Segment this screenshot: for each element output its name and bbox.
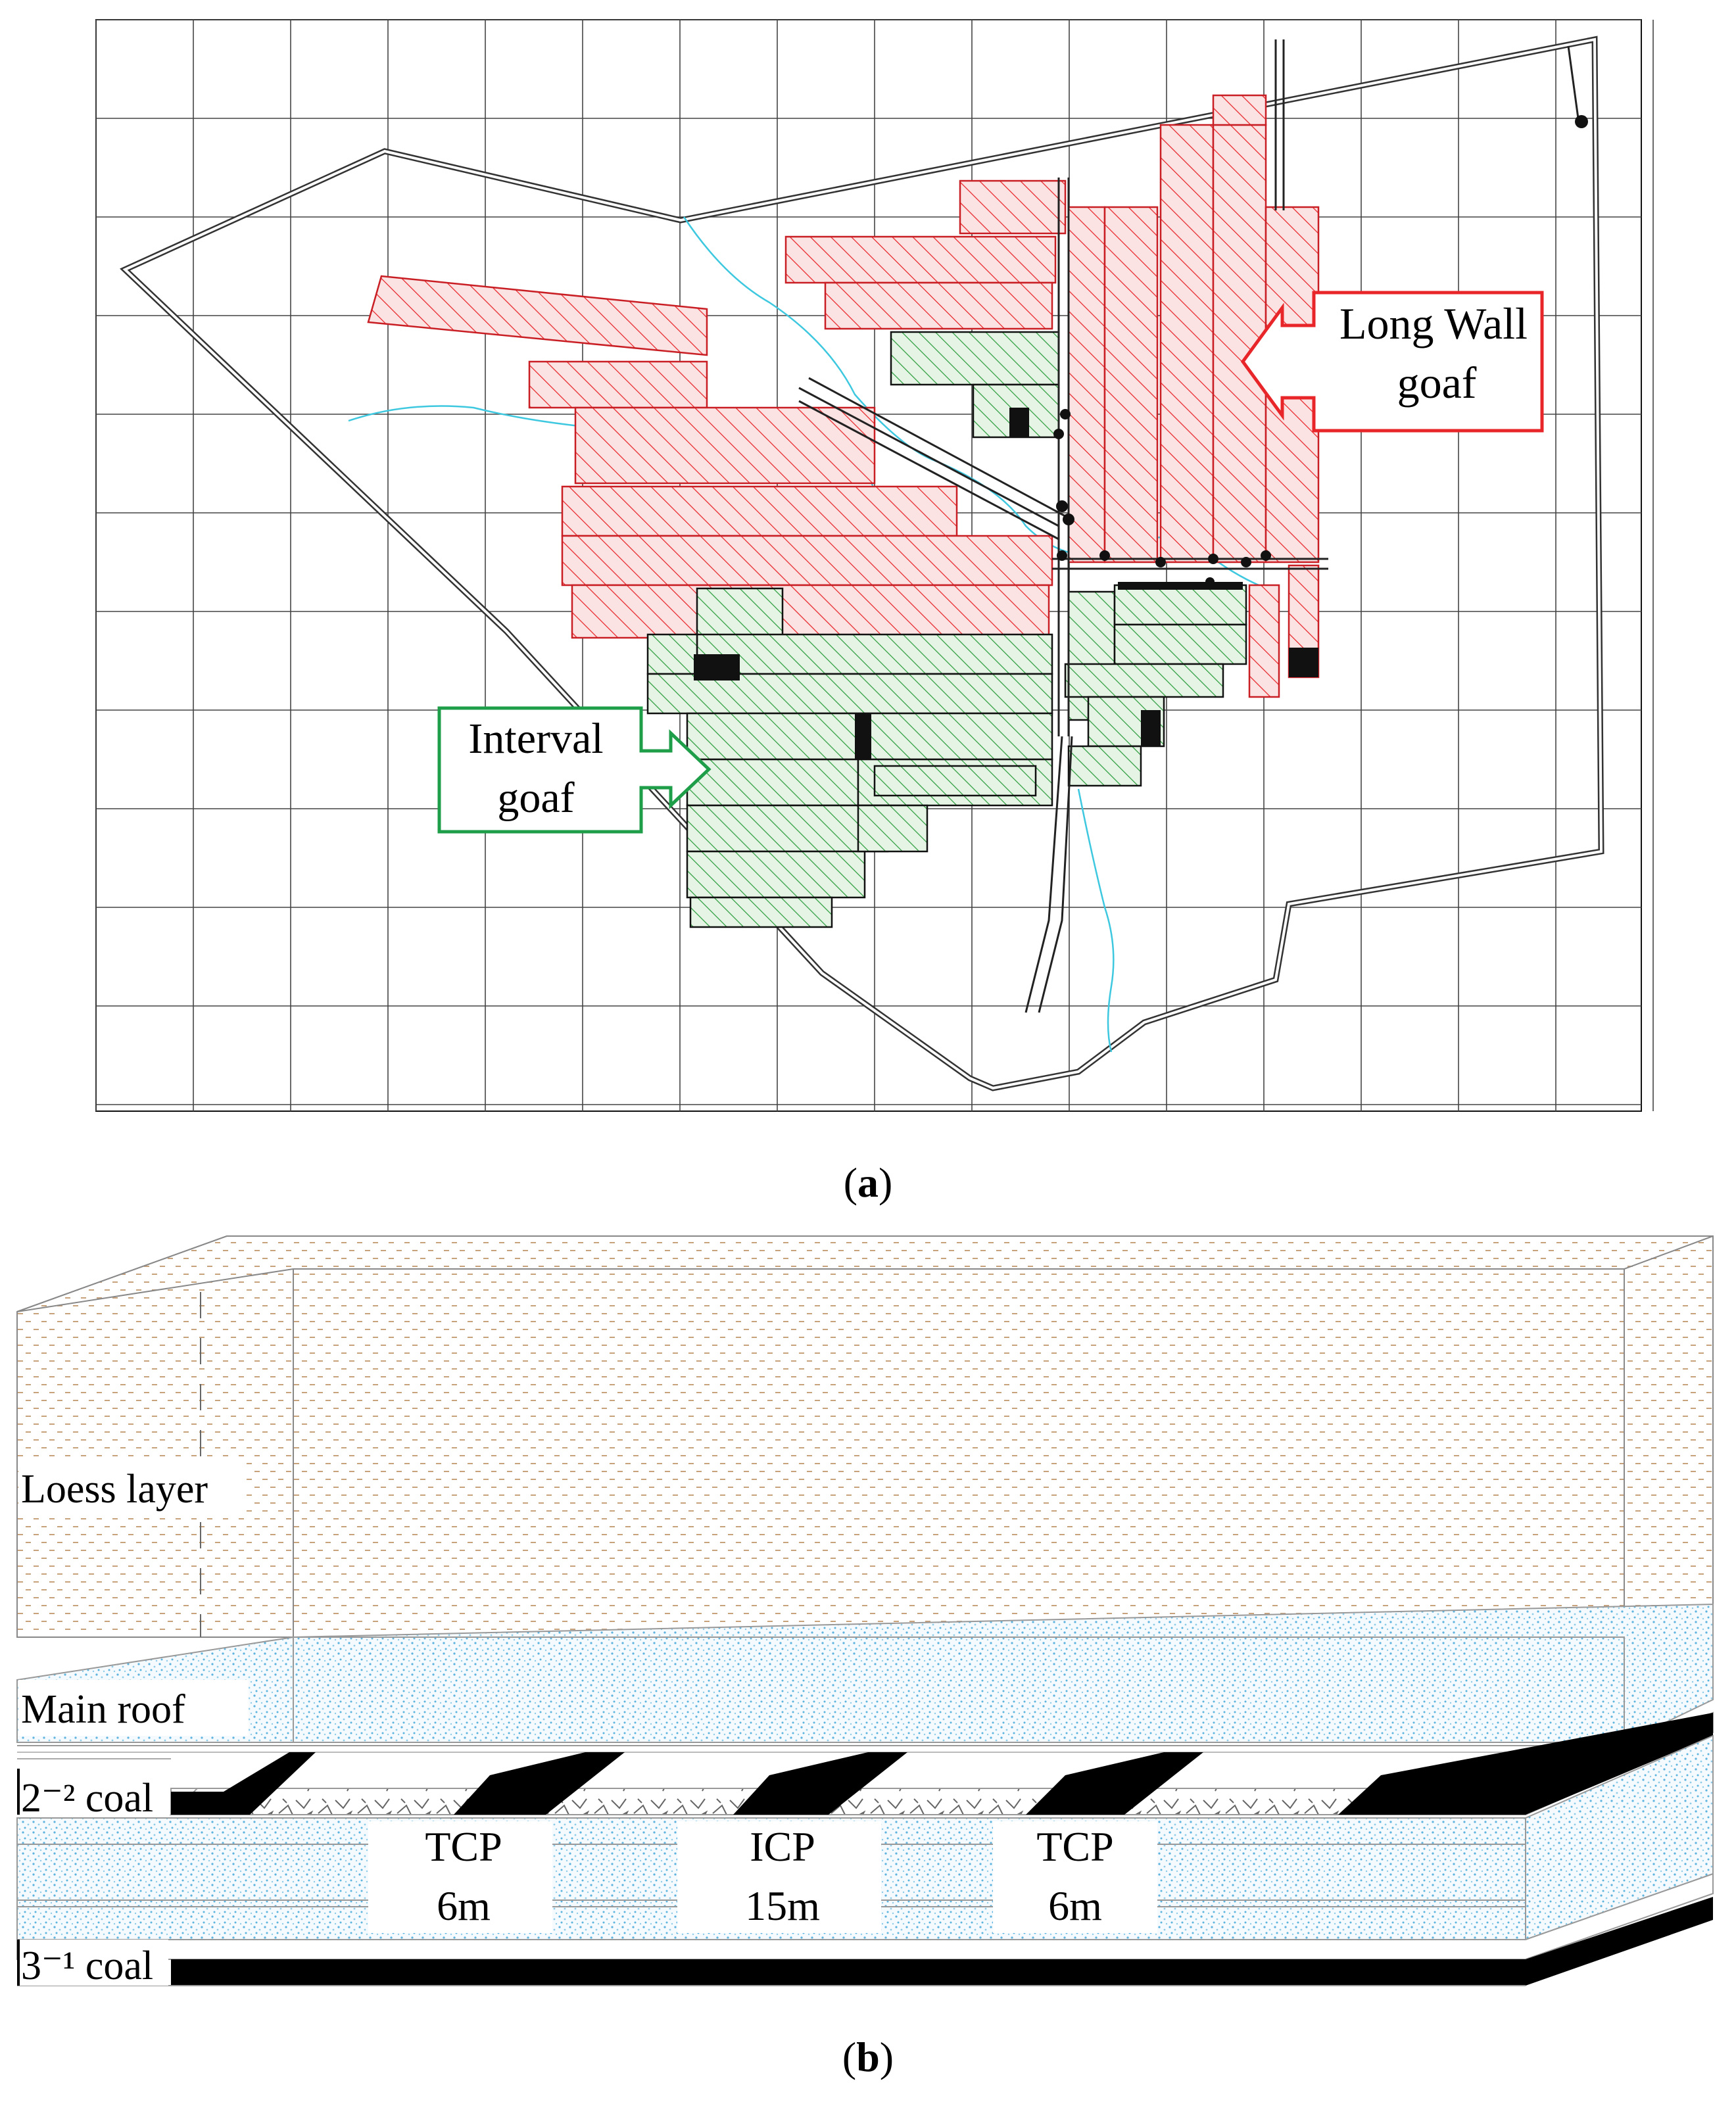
shaft-dots bbox=[1053, 115, 1588, 586]
interval-callout-line2: goaf bbox=[497, 774, 574, 822]
interval-goaf-panels bbox=[646, 331, 1247, 928]
panel-a-map: Long Wall goaf Interval goaf bbox=[95, 19, 1654, 1112]
caption-b: (b) bbox=[842, 2034, 894, 2080]
label-coal-lower: 3⁻¹ coal bbox=[21, 1944, 153, 1988]
interval-callout-line1: Interval bbox=[468, 715, 603, 763]
pillar-2-name: ICP bbox=[750, 1823, 815, 1870]
longwall-callout-line1: Long Wall bbox=[1339, 299, 1528, 348]
pillar-3-name: TCP bbox=[1036, 1823, 1113, 1870]
pillar-label-boxes bbox=[368, 1821, 1157, 1933]
pillar-2-width: 15m bbox=[745, 1882, 820, 1929]
pillar-3-width: 6m bbox=[1048, 1882, 1102, 1929]
panel-b-section: TCP 6m ICP 15m TCP 6m Loess layer Main r… bbox=[16, 1235, 1714, 1988]
label-coal-upper: 2⁻² coal bbox=[21, 1776, 153, 1821]
caption-a: (a) bbox=[844, 1159, 893, 1206]
longwall-callout-line2: goaf bbox=[1397, 358, 1477, 408]
pillar-1-width: 6m bbox=[437, 1882, 491, 1929]
loess-block bbox=[16, 1235, 1714, 1638]
lower-coal-seam bbox=[171, 1897, 1713, 1986]
interval-goaf-callout: Interval goaf bbox=[437, 706, 711, 834]
longwall-goaf-panels bbox=[367, 94, 1320, 698]
pillar-1-name: TCP bbox=[425, 1823, 502, 1870]
label-loess-layer: Loess layer bbox=[21, 1467, 208, 1512]
longwall-goaf-callout: Long Wall goaf bbox=[1240, 291, 1544, 433]
upper-coal-pillars bbox=[171, 1713, 1713, 1815]
roadways bbox=[798, 39, 1579, 1013]
label-main-roof: Main roof bbox=[21, 1687, 185, 1732]
